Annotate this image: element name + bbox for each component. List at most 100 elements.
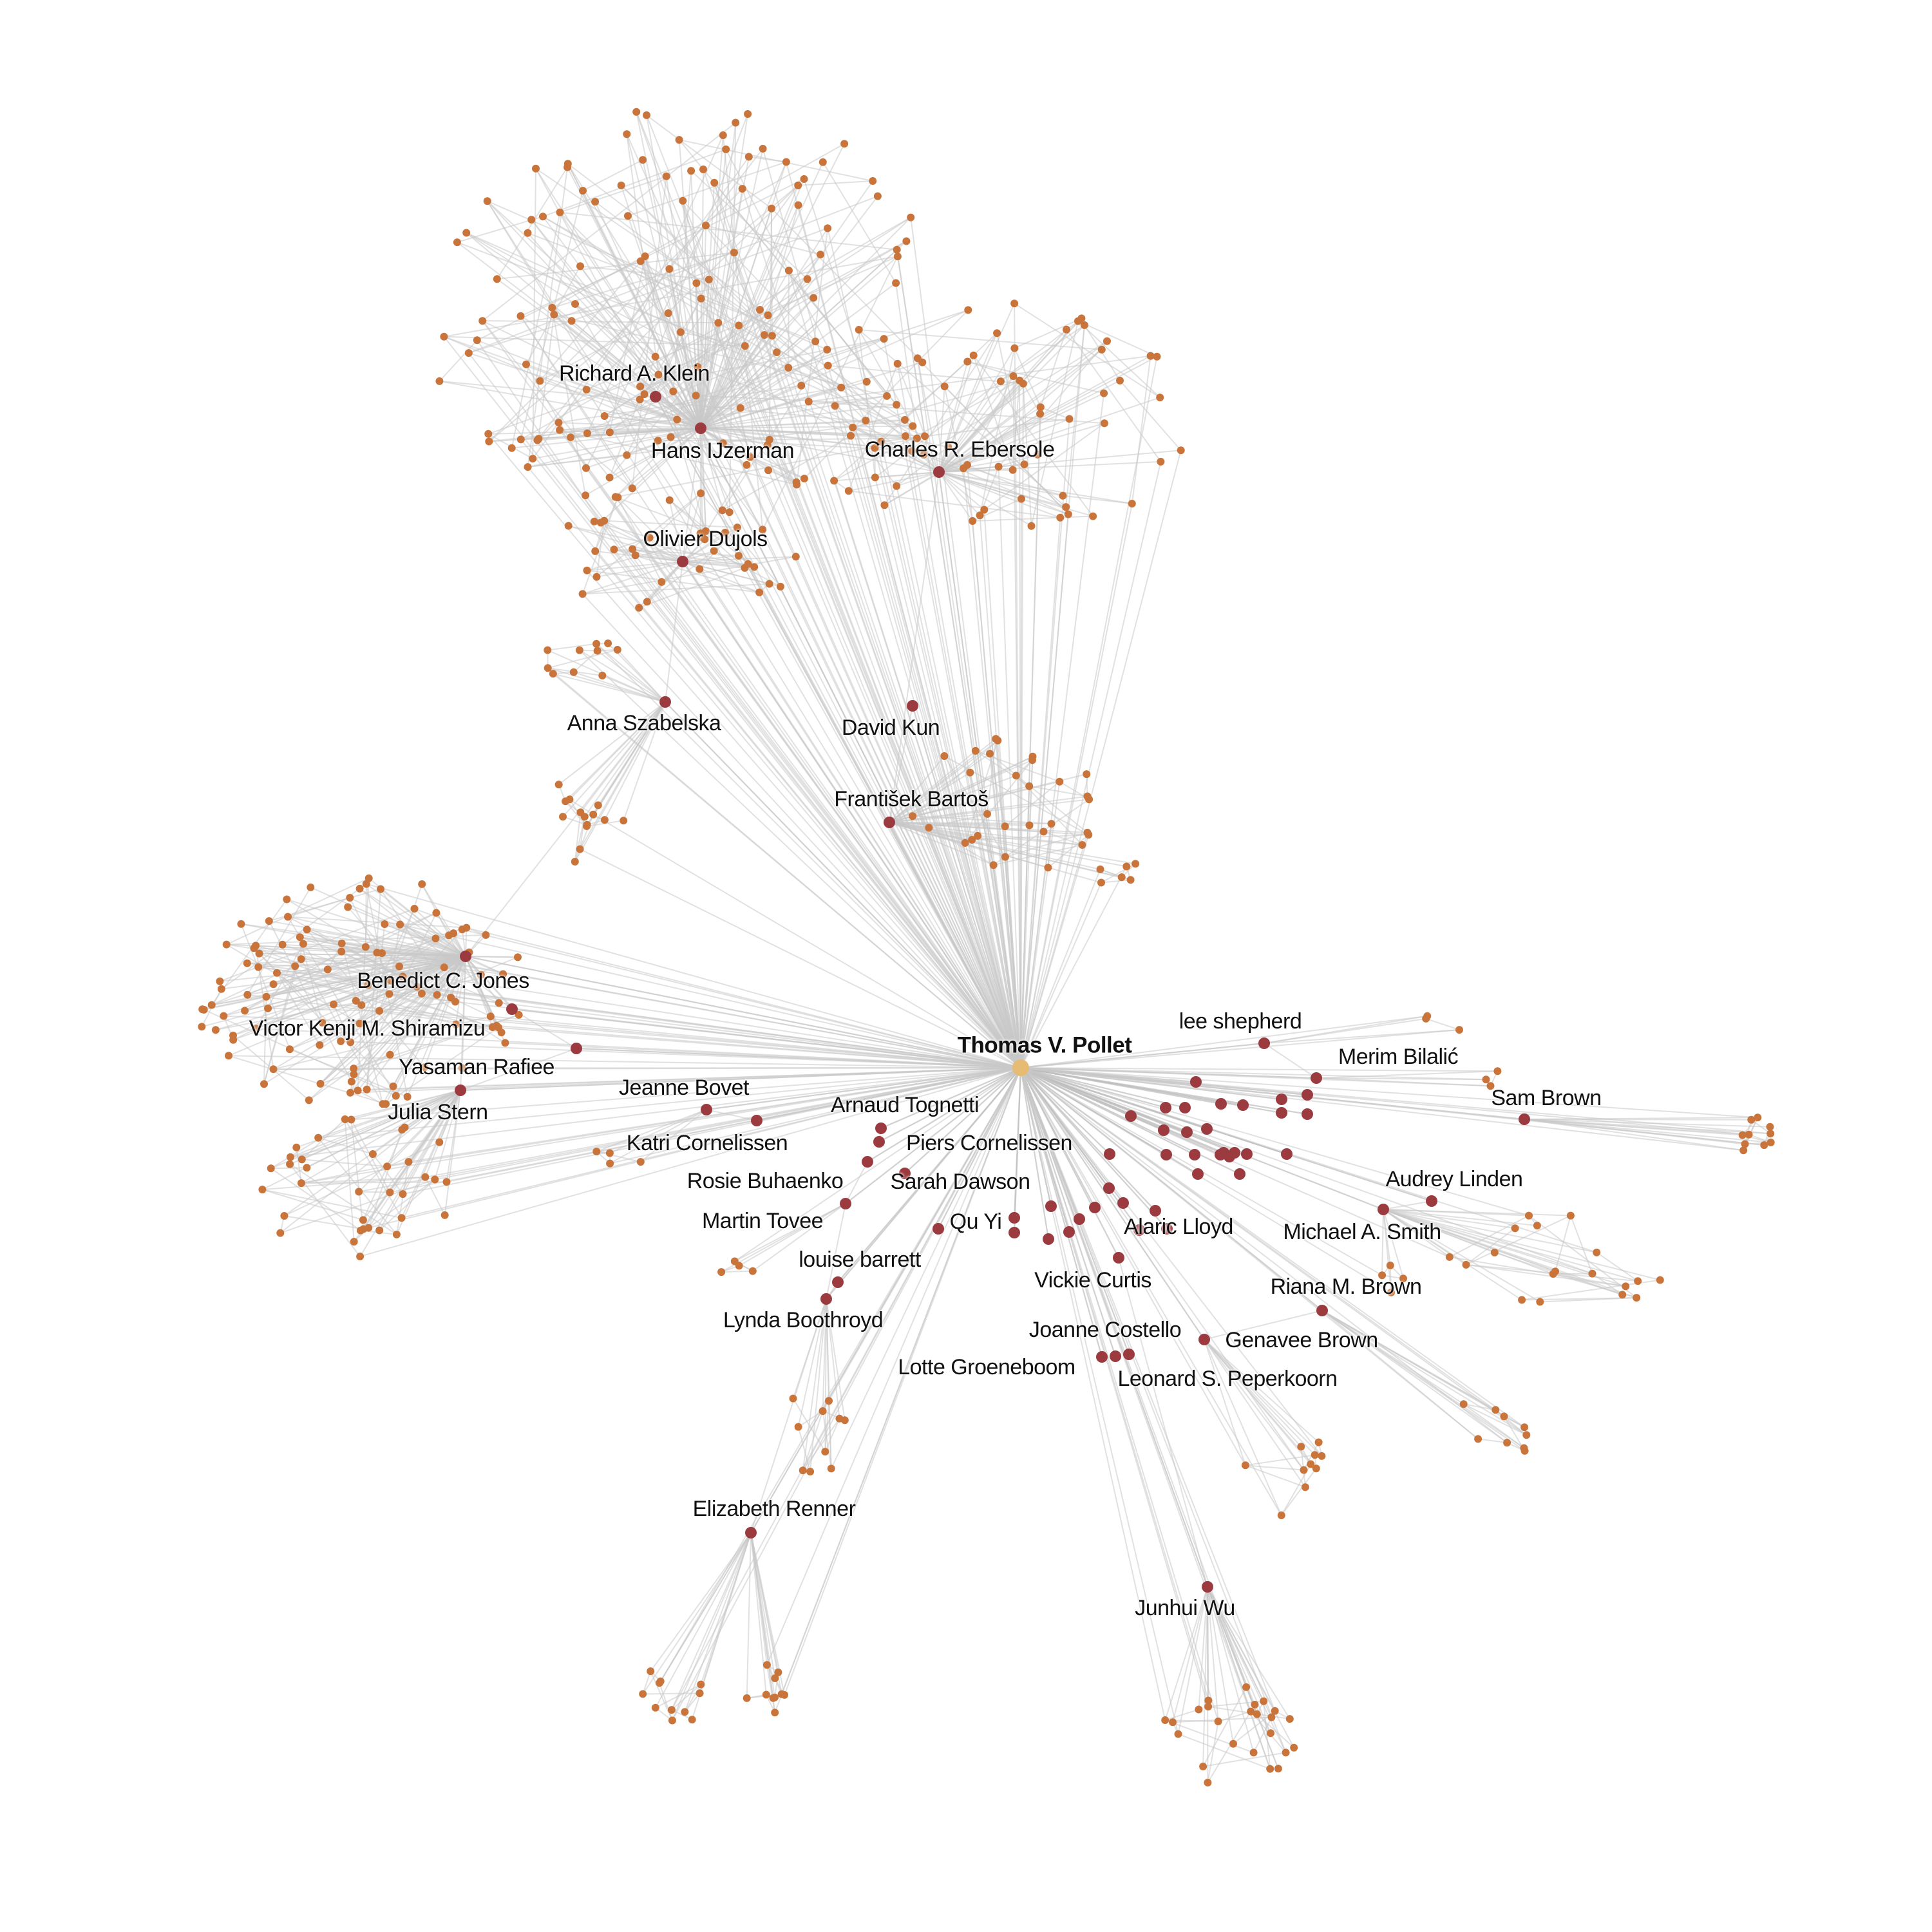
coauthor-node[interactable] xyxy=(961,838,969,847)
node-label-peperkoorn[interactable]: Leonard S. Peperkoorn xyxy=(1117,1367,1338,1391)
coauthor-node[interactable] xyxy=(1511,1224,1519,1233)
hub-node-renner[interactable] xyxy=(745,1527,757,1539)
coauthor-node[interactable] xyxy=(550,310,558,319)
coauthor-node[interactable] xyxy=(316,1041,324,1049)
coauthor-node[interactable] xyxy=(1195,1705,1203,1714)
coauthor-node[interactable] xyxy=(1493,1067,1502,1075)
coauthor-node[interactable] xyxy=(368,1150,377,1158)
coauthor-node[interactable] xyxy=(744,110,752,118)
coauthor-node[interactable] xyxy=(1122,862,1131,871)
coauthor-node[interactable] xyxy=(583,429,591,437)
coauthor-node[interactable] xyxy=(994,736,1002,744)
coauthor-node[interactable] xyxy=(759,144,767,153)
coauthor-node[interactable] xyxy=(386,1050,394,1059)
coauthor-node[interactable] xyxy=(1065,415,1074,423)
node-label-klein[interactable]: Richard A. Klein xyxy=(559,361,710,386)
coauthor-node[interactable] xyxy=(211,1026,220,1034)
coauthor-node[interactable] xyxy=(614,493,622,502)
coauthor-node[interactable] xyxy=(365,874,373,882)
coauthor-node[interactable] xyxy=(983,810,991,818)
coauthor-node[interactable] xyxy=(1242,1683,1251,1691)
coauthor-node[interactable] xyxy=(478,317,487,325)
coauthor-node[interactable] xyxy=(229,1031,237,1039)
coauthor-node[interactable] xyxy=(831,402,839,410)
node-label-kcornelissen[interactable]: Katri Cornelissen xyxy=(626,1131,788,1155)
coauthor-node[interactable] xyxy=(735,321,743,330)
node-label-sbrown[interactable]: Sam Brown xyxy=(1491,1086,1602,1110)
coauthor-hub-node[interactable] xyxy=(1302,1108,1313,1120)
node-label-ebersole[interactable]: Charles R. Ebersole xyxy=(864,437,1055,462)
coauthor-node[interactable] xyxy=(216,977,224,985)
coauthor-node[interactable] xyxy=(819,1407,827,1416)
coauthor-node[interactable] xyxy=(435,377,444,385)
coauthor-node[interactable] xyxy=(440,1211,449,1219)
coauthor-hub-node[interactable] xyxy=(1276,1107,1287,1119)
coauthor-node[interactable] xyxy=(527,216,536,224)
coauthor-node[interactable] xyxy=(651,352,659,361)
coauthor-node[interactable] xyxy=(966,768,974,777)
hub-node-jones[interactable] xyxy=(460,951,471,962)
coauthor-hub-node[interactable] xyxy=(1104,1148,1115,1160)
coauthor-node[interactable] xyxy=(692,279,701,287)
coauthor-node[interactable] xyxy=(763,441,772,450)
coauthor-node[interactable] xyxy=(688,1716,696,1724)
coauthor-node[interactable] xyxy=(913,434,921,442)
coauthor-node[interactable] xyxy=(901,416,909,424)
coauthor-hub-node[interactable] xyxy=(1045,1200,1057,1212)
coauthor-node[interactable] xyxy=(760,331,768,339)
coauthor-node[interactable] xyxy=(1039,828,1048,836)
coauthor-node[interactable] xyxy=(1518,1296,1526,1304)
coauthor-node[interactable] xyxy=(544,646,552,654)
coauthor-node[interactable] xyxy=(1001,822,1009,831)
coauthor-node[interactable] xyxy=(356,1226,365,1235)
node-label-shiramizu[interactable]: Victor Kenji M. Shiramizu xyxy=(249,1016,486,1041)
node-label-wu[interactable]: Junhui Wu xyxy=(1135,1596,1235,1620)
coauthor-node[interactable] xyxy=(1500,1412,1508,1421)
coauthor-node[interactable] xyxy=(1083,770,1091,779)
coauthor-node[interactable] xyxy=(631,551,639,560)
coauthor-node[interactable] xyxy=(298,1155,306,1164)
coauthor-node[interactable] xyxy=(986,750,994,758)
coauthor-node[interactable] xyxy=(676,328,685,336)
coauthor-node[interactable] xyxy=(265,917,273,925)
coauthor-node[interactable] xyxy=(375,1226,384,1235)
coauthor-node[interactable] xyxy=(346,1038,355,1046)
coauthor-hub-node[interactable] xyxy=(1089,1202,1101,1213)
coauthor-node[interactable] xyxy=(719,439,727,448)
coauthor-node[interactable] xyxy=(969,517,977,525)
coauthor-hub-node[interactable] xyxy=(1241,1148,1253,1160)
coauthor-hub-node[interactable] xyxy=(1160,1102,1171,1113)
hub-node-costello[interactable] xyxy=(1123,1349,1135,1360)
coauthor-node[interactable] xyxy=(278,940,287,949)
coauthor-node[interactable] xyxy=(1253,1710,1261,1718)
coauthor-node[interactable] xyxy=(705,276,713,284)
coauthor-node[interactable] xyxy=(925,824,933,832)
node-label-costello[interactable]: Joanne Costello xyxy=(1028,1318,1182,1342)
hub-node-sbrown[interactable] xyxy=(1519,1113,1530,1125)
coauthor-node[interactable] xyxy=(654,370,663,379)
coauthor-node[interactable] xyxy=(1633,1294,1641,1302)
coauthor-node[interactable] xyxy=(1754,1113,1762,1122)
node-label-quyi[interactable]: Qu Yi xyxy=(949,1209,1002,1234)
coauthor-node[interactable] xyxy=(569,668,578,676)
coauthor-node[interactable] xyxy=(613,645,621,654)
coauthor-node[interactable] xyxy=(756,306,764,314)
coauthor-node[interactable] xyxy=(1260,1697,1268,1705)
coauthor-node[interactable] xyxy=(495,999,503,1007)
coauthor-node[interactable] xyxy=(1117,873,1126,882)
node-label-bilalic[interactable]: Merim Bilalić xyxy=(1338,1045,1459,1069)
coauthor-node[interactable] xyxy=(880,501,889,509)
coauthor-node[interactable] xyxy=(373,949,381,957)
coauthor-node[interactable] xyxy=(330,1000,337,1009)
coauthor-node[interactable] xyxy=(435,1138,444,1146)
coauthor-node[interactable] xyxy=(417,989,426,998)
coauthor-node[interactable] xyxy=(1097,878,1105,887)
coauthor-node[interactable] xyxy=(823,345,831,354)
coauthor-node[interactable] xyxy=(410,905,419,913)
coauthor-node[interactable] xyxy=(1025,821,1034,829)
coauthor-node[interactable] xyxy=(769,1694,777,1702)
coauthor-node[interactable] xyxy=(1490,1248,1499,1256)
coauthor-node[interactable] xyxy=(1588,1269,1596,1278)
hub-node-pcornelissen[interactable] xyxy=(873,1136,885,1148)
coauthor-hub-node[interactable] xyxy=(1063,1226,1075,1238)
